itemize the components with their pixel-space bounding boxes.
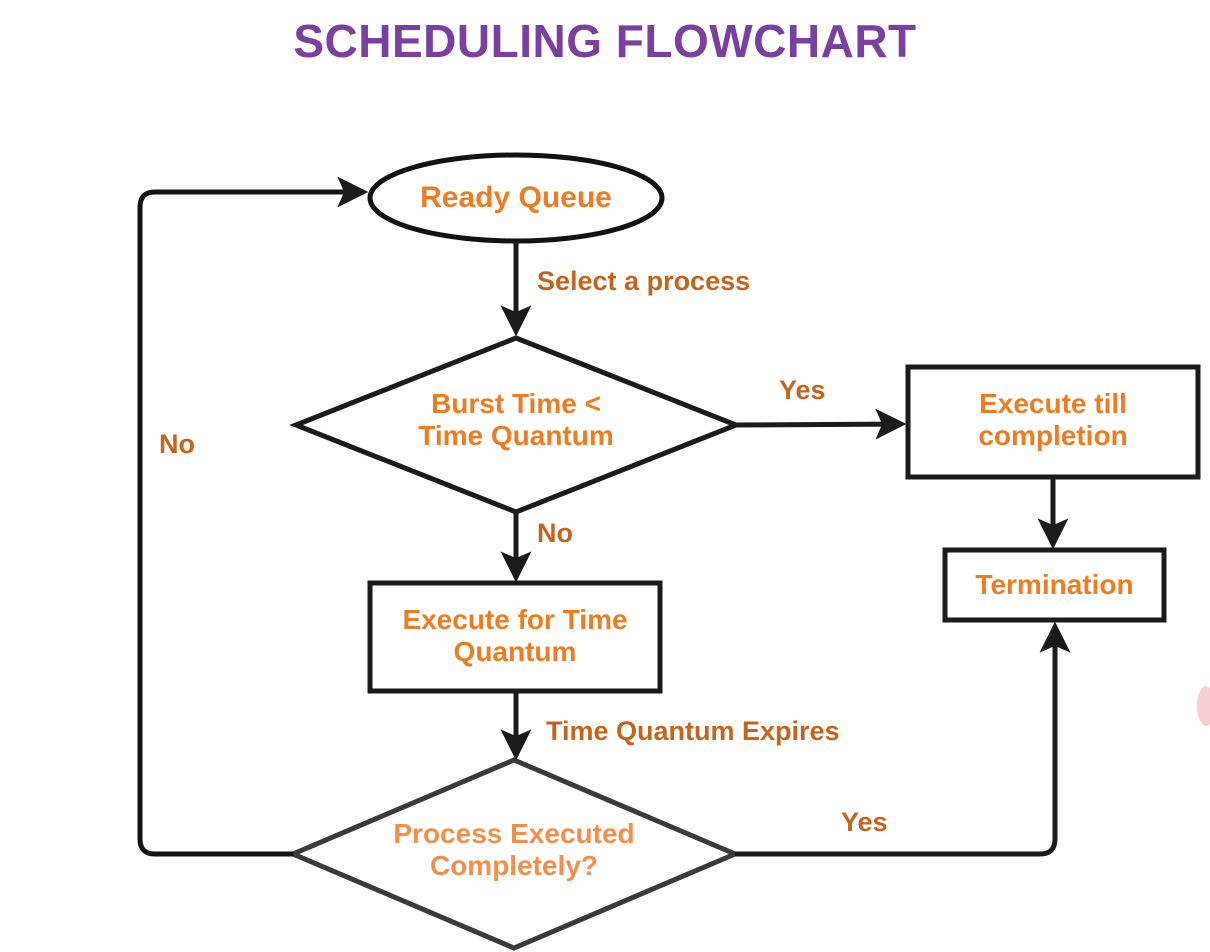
edge-process-yes-to-termination bbox=[735, 621, 1071, 857]
node-ready-queue-shape bbox=[367, 152, 665, 244]
node-termination-shape bbox=[942, 547, 1167, 623]
node-burst-time-check-shape bbox=[289, 335, 743, 515]
node-process-executed-check-shape bbox=[286, 757, 742, 951]
edge-process-no-to-ready-queue bbox=[137, 176, 369, 857]
edge-artifact-blob bbox=[1197, 686, 1210, 726]
page-title: SCHEDULING FLOWCHART bbox=[293, 15, 917, 67]
node-execute-till-completion-shape bbox=[905, 364, 1201, 480]
edge-burst-yes-to-execute-till bbox=[735, 408, 907, 440]
node-execute-for-time-quantum-shape bbox=[367, 580, 663, 694]
